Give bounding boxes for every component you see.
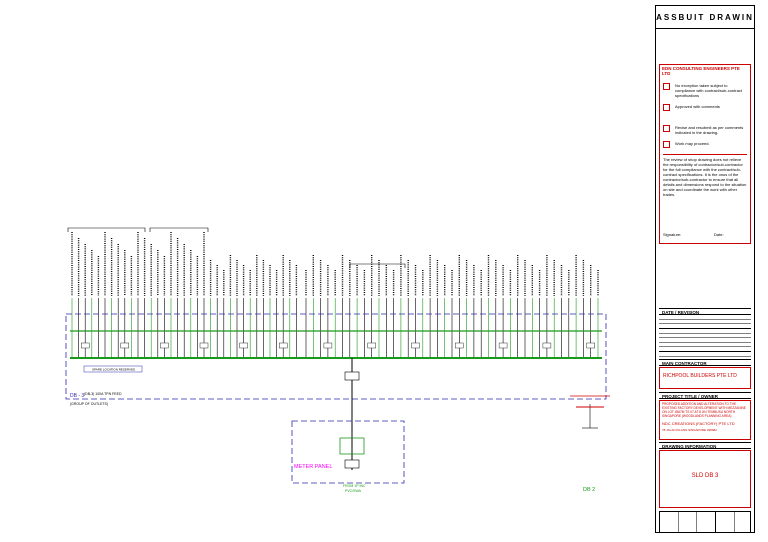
owner-address: 78 JALAN KILANG SINGAPORE 338082: [662, 428, 717, 432]
db3-label: DB - 3: [70, 393, 84, 399]
meter-panel-label: METER PANEL: [294, 464, 332, 470]
bottom-note: FROM 1P INC: [343, 484, 366, 488]
drawing-info-box: SLD DB 3: [659, 450, 751, 508]
circuit-breaker: [542, 342, 552, 349]
circuit-breaker: [498, 342, 508, 349]
check-item-1[interactable]: No exception taken subject to compliance…: [663, 83, 748, 98]
check-label-1: No exception taken subject to compliance…: [675, 83, 742, 98]
bottom-note2: PVC/SWA: [345, 489, 362, 493]
circuit-breaker: [120, 342, 130, 349]
owner-name: NDC CREATIONS (FACTORY) PTE LTD: [662, 421, 735, 426]
circuit-breaker: [367, 342, 376, 349]
db2-label: DB 2: [583, 487, 595, 493]
title-block-title: ASSBUIT DRAWIN: [656, 6, 754, 29]
circuit-breaker: [411, 342, 420, 349]
circuit-labels: [71, 232, 599, 296]
check-label-3: Revise and resubmit as per comments indi…: [675, 125, 744, 135]
revision-table: [659, 315, 751, 357]
main-contractor-header: MAIN CONTRACTOR: [659, 359, 751, 366]
main-contractor-name: RICHPOOL BUILDERS PTE LTD: [663, 373, 737, 379]
project-box: PROPOSED ADDITION AND ALTERATION TO THE …: [659, 400, 751, 440]
checkbox[interactable]: [663, 125, 670, 132]
date-label: Date:: [714, 232, 724, 237]
single-line-diagram: DB - 3 (DB-3) 100A TPN FEED (GROUP OF OU…: [65, 227, 610, 493]
approval-section: EDN CONSULTING ENGINEERS PTE LTD No exce…: [659, 64, 751, 244]
title-block: ASSBUIT DRAWIN EDN CONSULTING ENGINEERS …: [655, 5, 755, 533]
check-item-2[interactable]: Approved with comments: [663, 104, 748, 111]
sheet-info-grid: [659, 511, 751, 533]
group-brackets: [67, 227, 406, 268]
checkbox[interactable]: [663, 104, 670, 111]
legend-note: SPARE LOCATION RESERVED: [92, 368, 136, 372]
group-note: (GROUP OF OUTLETS): [70, 402, 108, 406]
feeder-lines: [71, 298, 599, 358]
incomer-breaker: [344, 371, 360, 381]
consultant-name: EDN CONSULTING ENGINEERS PTE LTD: [662, 66, 740, 76]
checkbox[interactable]: [663, 141, 670, 148]
circuit-breaker: [455, 342, 464, 349]
project-header: PROJECT TITLE / OWNER: [659, 392, 751, 399]
circuit-breaker: [199, 342, 209, 349]
project-title: PROPOSED ADDITION AND ALTERATION TO THE …: [662, 402, 746, 418]
check-label-4: Work may proceed.: [675, 141, 710, 146]
meter: [339, 437, 365, 455]
circuit-breaker: [160, 342, 169, 349]
revision-header: DATE / REVISION: [659, 308, 751, 315]
check-item-3[interactable]: Revise and resubmit as per comments indi…: [663, 125, 748, 135]
meter-breaker: [344, 459, 360, 469]
circuit-breaker: [586, 342, 595, 349]
circuit-breaker: [80, 342, 90, 349]
checkbox[interactable]: [663, 83, 670, 90]
disclaimer: The review of shop drawing does not reli…: [663, 154, 747, 197]
db3-enclosure: [65, 313, 607, 400]
circuit-breaker: [323, 342, 333, 349]
check-label-2: Approved with comments: [675, 104, 720, 109]
drawing-info-header: DRAWING INFORMATION: [659, 442, 751, 449]
circuit-breaker: [239, 342, 248, 349]
signature-label: Signature:: [663, 232, 682, 237]
earth-detail: [570, 395, 610, 429]
circuit-breaker: [279, 342, 288, 349]
legend-box: [83, 365, 143, 373]
check-item-4[interactable]: Work may proceed.: [663, 141, 748, 148]
main-contractor-box: RICHPOOL BUILDERS PTE LTD: [659, 367, 751, 389]
meter-panel-enclosure: [291, 420, 405, 484]
drawing-number: SLD DB 3: [691, 473, 719, 479]
note-left: (DB-3) 100A TPN FEED: [84, 392, 122, 396]
